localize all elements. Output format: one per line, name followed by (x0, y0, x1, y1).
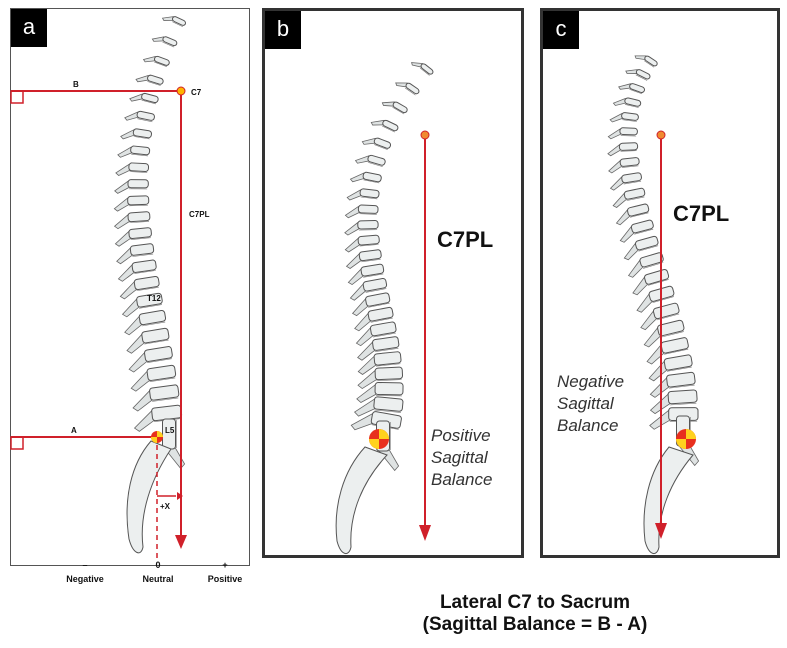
label-c7pl: C7PL (189, 210, 210, 219)
spine-b (336, 57, 434, 554)
vertebra (362, 133, 392, 153)
panel-c: c C7PL Negative Sagittal Balance (540, 8, 780, 558)
vertebra (618, 79, 645, 97)
label-plus-x: +X (160, 502, 171, 511)
sacrum-coccyx (336, 447, 387, 554)
label-c7: C7 (191, 88, 202, 97)
b-right-angle (11, 91, 23, 103)
vertebra (114, 212, 151, 229)
spine-a (114, 12, 187, 553)
vertebra (370, 115, 398, 136)
axis-positive-sign: + (210, 560, 240, 570)
vertebra (129, 90, 159, 108)
vertebra (395, 77, 420, 98)
caption-line2: (Sagittal Balance = B - A) (370, 614, 700, 636)
vertebra (625, 64, 651, 83)
vertebra (162, 12, 187, 30)
vertebra (120, 127, 151, 143)
vertebra (347, 187, 379, 203)
plumb-arrowhead-b (419, 525, 431, 541)
axis-positive: Positive (195, 574, 255, 584)
label-b: B (73, 80, 79, 89)
vertebra (143, 52, 170, 70)
vertebra (345, 220, 379, 235)
panel-a: a B C7 C7PL T12 A L5 +X (10, 8, 250, 566)
vertebra (345, 204, 378, 219)
a-right-angle (11, 437, 23, 449)
l5-marker (151, 431, 163, 443)
vertebra (114, 196, 149, 211)
sacrum-marker-c (676, 429, 696, 449)
panel-a-figure: B C7 C7PL T12 A L5 +X (11, 9, 251, 567)
vertebra (608, 157, 640, 173)
vertebra (118, 144, 150, 160)
vertebra (613, 95, 641, 111)
sacrum-coccyx (127, 441, 171, 553)
label-l5: L5 (165, 426, 175, 435)
c7-marker-c (657, 131, 665, 139)
panel-c-figure: C7PL Negative Sagittal Balance (543, 11, 783, 561)
vertebra (609, 172, 643, 190)
label-a: A (71, 426, 77, 435)
vertebra (135, 71, 163, 89)
axis-neutral: Neutral (128, 574, 188, 584)
c7pl-label-c: C7PL (673, 201, 729, 226)
panel-b: b C7PL Positive Sagittal Balance (262, 8, 524, 558)
caption-line1: Lateral C7 to Sacrum (370, 592, 700, 614)
vertebra (634, 50, 658, 70)
vertebra (115, 179, 149, 193)
vertebra (344, 235, 380, 252)
axis-negative: Negative (55, 574, 115, 584)
vertebra (607, 143, 637, 156)
vertebra (350, 169, 382, 187)
c7-plumb-arrowhead (175, 535, 187, 549)
vertebra (608, 127, 637, 140)
vertebra (114, 227, 152, 246)
note-b-line1: Positive (431, 426, 491, 445)
vertebra (411, 57, 434, 78)
spine-c (607, 50, 698, 554)
vertebra (610, 111, 639, 125)
axis-negative-sign: – (70, 560, 100, 570)
vertebra (381, 96, 408, 117)
sacrum-marker-b (369, 429, 389, 449)
axis-zero: 0 (143, 560, 173, 570)
label-t12: T12 (147, 294, 161, 303)
note-c-line2: Sagittal (557, 394, 615, 413)
sacrum-coccyx (644, 447, 693, 554)
vertebra (124, 108, 155, 125)
note-c-line1: Negative (557, 372, 624, 391)
note-c-line3: Balance (557, 416, 618, 435)
c7pl-label-b: C7PL (437, 227, 493, 252)
c7-marker-b (421, 131, 429, 139)
note-b-line3: Balance (431, 470, 492, 489)
c7-marker (177, 87, 185, 95)
vertebra (152, 32, 178, 50)
note-b-line2: Sagittal (431, 448, 489, 467)
vertebra (116, 162, 149, 177)
vertebra (355, 151, 386, 170)
panel-b-figure: C7PL Positive Sagittal Balance (265, 11, 527, 561)
